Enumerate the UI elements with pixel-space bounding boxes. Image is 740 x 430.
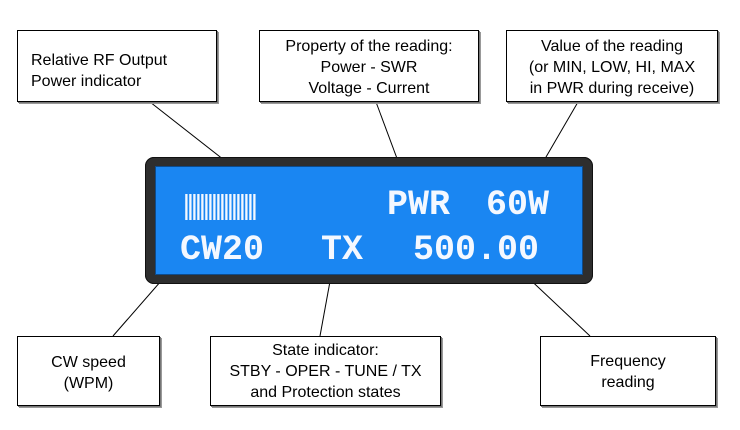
callout-line: Frequency [590, 353, 666, 370]
callout-line: reading [601, 374, 655, 391]
callout-line: in PWR during receive) [529, 80, 695, 97]
callout-line: Value of the reading [540, 38, 684, 55]
lcd-display: |||||||||||||||||| PWR 60W CW20 TX 500.0… [145, 157, 593, 284]
callout-value: Value of the reading (or MIN, LOW, HI, M… [506, 30, 718, 102]
callout-property: Property of the reading: Power - SWR Vol… [259, 30, 479, 102]
callout-cw-speed: CW speed (WPM) [17, 336, 160, 406]
lcd-frequency: 500.00 [413, 230, 540, 270]
callout-line: STBY - OPER - TUNE / TX [229, 363, 422, 380]
callout-state: State indicator: STBY - OPER - TUNE / TX… [210, 336, 441, 406]
lcd-cw-speed: CW20 [180, 230, 265, 270]
callout-line: Relative RF Output [31, 52, 168, 69]
callout-line: (or MIN, LOW, HI, MAX [528, 59, 696, 76]
callout-frequency: Frequency reading [540, 336, 716, 406]
lcd-value: 60W [486, 185, 550, 225]
callout-line: Property of the reading: [285, 38, 453, 55]
callout-line: (WPM) [63, 375, 114, 392]
callout-rf-power: Relative RF Output Power indicator [17, 30, 217, 102]
callout-line: Power - SWR [320, 59, 418, 76]
callout-line: CW speed [51, 354, 126, 371]
callout-line: Power indicator [31, 73, 142, 90]
callout-line: Voltage - Current [308, 80, 430, 97]
lcd-property: PWR [387, 185, 451, 225]
callout-line: and Protection states [250, 384, 401, 401]
lcd-power-bar: |||||||||||||||||| [178, 192, 263, 223]
callout-line: State indicator: [272, 342, 379, 359]
lcd-state: TX [321, 230, 364, 270]
lcd-screen: |||||||||||||||||| PWR 60W CW20 TX 500.0… [155, 166, 583, 275]
